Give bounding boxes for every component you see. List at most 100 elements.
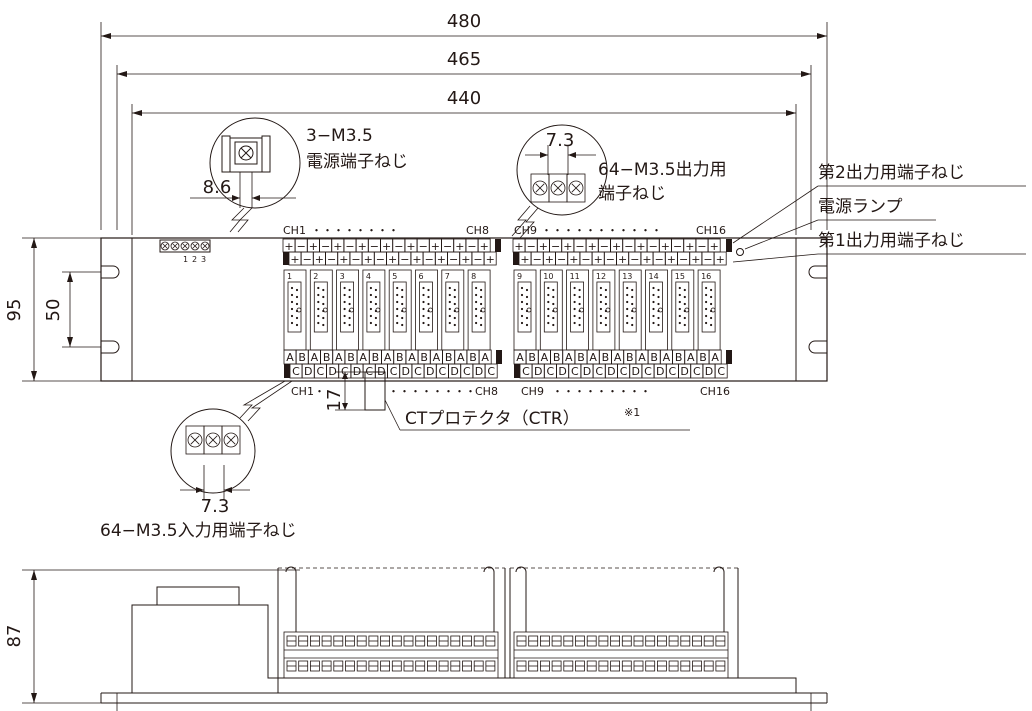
dim-input-screw-pitch: 7.3: [201, 496, 230, 517]
input-upper-left-terminal-letter: B: [323, 351, 331, 364]
input-lower-left-terminal-letter: C: [390, 365, 398, 378]
output-upper-left-terminal-sign: +: [333, 240, 342, 253]
power-terminal-num-1: 1: [183, 255, 188, 264]
input-lower-right-terminal-letter: C: [522, 365, 530, 378]
ch-top-dots-right: ・・・・・・・・・・・: [541, 224, 662, 237]
output-callout-screw-icon: [532, 180, 548, 196]
side-terminal-blocks: [283, 631, 729, 679]
output-upper-right-terminal-sign: +: [588, 240, 597, 253]
input-upper-left-terminal-letter: A: [359, 351, 367, 364]
input-lower-left-terminal-letter: C: [439, 365, 447, 378]
input-lower-right-terminal-letter: C: [717, 365, 725, 378]
output-upper-left-terminal-sign: −: [345, 240, 354, 253]
ch-top-dots-left: ・・・・・・・・: [311, 224, 399, 237]
output-lower-right-terminal-sign: +: [520, 253, 529, 266]
ch8-top-label: CH8: [466, 224, 489, 237]
input-upper-right-terminal-letter: A: [589, 351, 597, 364]
terminal-marker: [726, 350, 732, 364]
terminal-marker: [496, 350, 502, 364]
input-upper-left-terminal-letter: B: [445, 351, 453, 364]
relay-module: 15: [671, 269, 695, 351]
input-callout-terminal-slot: [221, 425, 241, 455]
output-lower-right-terminal-sign: +: [594, 253, 603, 266]
output-upper-left-terminal-sign: +: [431, 240, 440, 253]
input-upper-right-terminal-letter: A: [711, 351, 719, 364]
output-lower-right-terminal-sign: −: [703, 253, 712, 266]
dim-ct-offset: 17: [324, 389, 345, 412]
output-lower-left-terminal-sign: +: [461, 253, 470, 266]
terminal-marker: [283, 252, 289, 265]
module-number: 4: [366, 272, 371, 281]
output-lower-right-terminal-sign: −: [630, 253, 639, 266]
ch9-top-label: CH9: [514, 224, 537, 237]
input-upper-right-terminal-letter: B: [675, 351, 683, 364]
output-lower-right-terminal-sign: +: [545, 253, 554, 266]
input-lower-right-terminal-letter: D: [558, 365, 566, 378]
output-upper-right-terminal-sign: +: [563, 240, 572, 253]
output-screw-callout: 7.3 64−M3.5出力用 端子ねじ: [511, 124, 727, 239]
output-upper-right-terminal-sign: −: [551, 240, 560, 253]
output-lower-left-terminal-sign: +: [388, 253, 397, 266]
right-labels: 第2出力用端子ねじ 電源ランプ 第1出力用端子ねじ: [732, 163, 1026, 263]
dim-slot-pitch: 50: [43, 299, 64, 322]
output-lower-left-terminal-sign: −: [303, 253, 312, 266]
output-upper-left-terminal-sign: −: [321, 240, 330, 253]
input-upper-right-terminal-letter: B: [602, 351, 610, 364]
power-terminal-screw-icon: [160, 241, 170, 251]
output-lower-right-terminal-sign: −: [533, 253, 542, 266]
terminal-marker: [513, 252, 519, 265]
module-number: 11: [570, 272, 580, 281]
output-upper-right-terminal-sign: −: [697, 240, 706, 253]
input-lower-right-terminal-letter: D: [583, 365, 591, 378]
power-terminal-screw-icon: [190, 241, 200, 251]
input-upper-left-terminal-letter: A: [457, 351, 465, 364]
input-upper-right-terminal-letter: B: [553, 351, 561, 364]
output-lower-right-terminal-sign: +: [691, 253, 700, 266]
input-lower-right-terminal-letter: D: [534, 365, 542, 378]
relay-module: 4: [362, 269, 386, 351]
input-upper-left-terminal-letter: B: [396, 351, 404, 364]
module-number: 2: [313, 272, 318, 281]
output-upper-right-terminal-sign: −: [575, 240, 584, 253]
output-lower-right-terminal-sign: +: [569, 253, 578, 266]
relay-module: 5: [388, 269, 412, 351]
input-upper-right-terminal-letter: A: [663, 351, 671, 364]
output-lower-right-terminal-sign: −: [557, 253, 566, 266]
output-upper-right-terminal-sign: −: [649, 240, 658, 253]
ch-bottom-dots-right: ・・・・・・・・・: [552, 385, 651, 398]
output-lower-left-terminal-sign: −: [351, 253, 360, 266]
output-lower-left-terminal-sign: −: [449, 253, 458, 266]
power-terminal-screw-icon: [200, 241, 210, 251]
output-lower-left-terminal-sign: −: [327, 253, 336, 266]
power-screw-count-label: 3−M3.5: [306, 126, 373, 146]
second-output-screw-label: 第2出力用端子ねじ: [818, 163, 965, 183]
output-upper-right-terminal-sign: +: [514, 240, 523, 253]
input-upper-left-terminal-letter: A: [335, 351, 343, 364]
power-screw-callout: 8.6 3−M3.5 電源端子ねじ: [190, 117, 408, 233]
ct-protector-label: CTプロテクタ（CTR）: [405, 409, 580, 429]
input-lower-left-terminal-letter: C: [414, 365, 422, 378]
output-lower-left-terminal-sign: +: [486, 253, 495, 266]
input-screw-callout: 7.3 64−M3.5入力用端子ねじ: [100, 380, 297, 541]
height-dimensions: 95 50: [4, 237, 117, 382]
output-upper-right-terminal-sign: −: [673, 240, 682, 253]
output-lower-right-terminal: [713, 251, 727, 266]
output-upper-left-terminal-sign: −: [467, 240, 476, 253]
output-upper-right-terminal-sign: +: [612, 240, 621, 253]
side-terminal-block: [513, 631, 729, 679]
input-lower-right-terminal-letter: C: [571, 365, 579, 378]
input-callout-screw-icon: [205, 432, 221, 448]
input-lower-left-terminal-letter: D: [304, 365, 312, 378]
output-upper-left-terminal-sign: +: [382, 240, 391, 253]
input-upper-left-terminal-letter: B: [420, 351, 428, 364]
power-screw-label: 電源端子ねじ: [306, 152, 408, 172]
output-upper-left-terminal-sign: +: [455, 240, 464, 253]
output-upper-left-terminal-sign: −: [443, 240, 452, 253]
input-upper-left-terminal-letter: B: [469, 351, 477, 364]
module-number: 3: [340, 272, 345, 281]
module-number: 1: [287, 272, 292, 281]
input-upper-right-terminal-letter: A: [565, 351, 573, 364]
input-lower-right-terminal-letter: D: [607, 365, 615, 378]
